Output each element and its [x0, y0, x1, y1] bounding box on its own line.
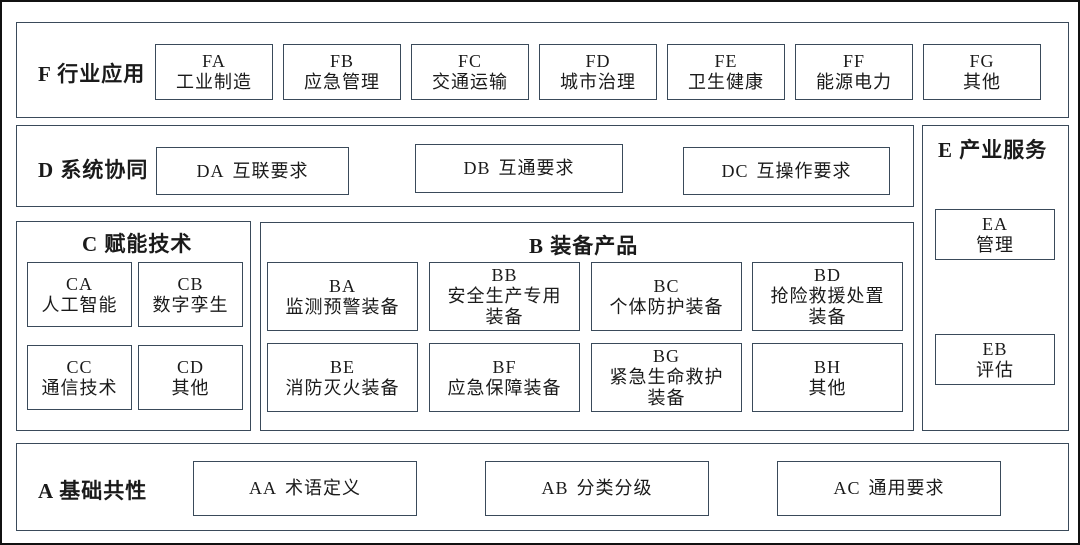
box-ff-name: 能源电力 — [816, 72, 892, 92]
box-cd-name: 其他 — [171, 377, 210, 398]
layer-b-label: B 装备产品 — [529, 234, 639, 258]
box-bh-name: 其他 — [808, 377, 847, 398]
box-cd-code: CD — [176, 356, 204, 377]
box-da: DA 互联要求 — [156, 147, 349, 195]
box-ab: AB 分类分级 — [485, 461, 709, 516]
box-cc-code: CC — [66, 356, 93, 377]
box-aa: AA 术语定义 — [193, 461, 417, 516]
box-ab-code: AB — [541, 478, 569, 498]
box-fa-code: FA — [202, 51, 226, 71]
box-ca-name: 人工智能 — [41, 294, 118, 315]
box-fd-code: FD — [585, 51, 611, 71]
box-ac-code: AC — [833, 478, 861, 498]
box-fc-code: FC — [457, 51, 483, 71]
box-dc-code: DC — [721, 160, 749, 181]
box-cb-code: CB — [177, 273, 204, 294]
box-cb-name: 数字孪生 — [152, 294, 229, 315]
layer-c-panel — [16, 221, 251, 431]
box-fd-name: 城市治理 — [560, 72, 636, 92]
box-aa-name: 术语定义 — [285, 478, 361, 498]
box-ca-code: CA — [65, 273, 93, 294]
box-dc-name: 互操作要求 — [756, 160, 852, 181]
box-bc-name: 个体防护装备 — [609, 296, 724, 317]
layer-c-label: C 赋能技术 — [82, 232, 193, 256]
box-fg-name: 其他 — [963, 72, 1001, 92]
box-bd-name: 抢险救援处置装备 — [770, 286, 885, 327]
box-bh-code: BH — [813, 356, 841, 377]
box-ab-name: 分类分级 — [576, 478, 653, 498]
box-dc: DC 互操作要求 — [683, 147, 890, 195]
box-be-name: 消防灭火装备 — [285, 377, 400, 398]
box-fe-code: FE — [714, 51, 738, 71]
box-db: DB 互通要求 — [415, 144, 623, 193]
layer-e-label: E 产业服务 — [938, 138, 1048, 162]
box-db-code: DB — [463, 158, 491, 178]
box-fb-code: FB — [329, 51, 355, 71]
box-eb-code: EB — [982, 338, 1008, 359]
box-cc-name: 通信技术 — [41, 377, 118, 398]
box-ac-name: 通用要求 — [868, 478, 945, 498]
box-be-code: BE — [329, 356, 355, 377]
box-fa-name: 工业制造 — [176, 72, 252, 92]
layer-d-panel — [16, 125, 914, 207]
layer-a-panel — [16, 443, 1069, 531]
box-bb-code: BB — [491, 265, 518, 285]
box-aa-code: AA — [249, 478, 277, 498]
layer-f-label: F 行业应用 — [38, 62, 146, 86]
layer-b-panel — [260, 222, 914, 431]
box-bd-code: BD — [813, 265, 841, 285]
box-fc-name: 交通运输 — [432, 72, 508, 92]
box-db-name: 互通要求 — [498, 158, 575, 178]
layer-a-label: A 基础共性 — [38, 479, 148, 503]
layer-e-panel — [922, 125, 1069, 431]
layer-f-panel — [16, 22, 1069, 118]
box-ff-code: FF — [842, 51, 866, 71]
box-ea-code: EA — [982, 213, 1008, 234]
box-ea-name: 管理 — [976, 234, 1014, 255]
box-fe-name: 卫生健康 — [688, 72, 764, 92]
box-ba-code: BA — [328, 275, 356, 296]
box-ac: AC 通用要求 — [777, 461, 1001, 516]
box-bb-name: 安全生产专用装备 — [447, 286, 562, 327]
box-fb-name: 应急管理 — [304, 72, 380, 92]
box-bf-name: 应急保障装备 — [447, 377, 562, 398]
box-bc-code: BC — [653, 275, 680, 296]
box-da-name: 互联要求 — [232, 160, 309, 181]
box-bg-code: BG — [652, 346, 680, 366]
layer-d-label: D 系统协同 — [38, 158, 149, 182]
box-fg-code: FG — [969, 51, 995, 71]
box-bg-name: 紧急生命救护装备 — [609, 367, 724, 408]
box-bf-code: BF — [492, 356, 517, 377]
box-ba-name: 监测预警装备 — [285, 296, 400, 317]
box-da-code: DA — [196, 160, 225, 181]
box-eb-name: 评估 — [976, 359, 1014, 380]
